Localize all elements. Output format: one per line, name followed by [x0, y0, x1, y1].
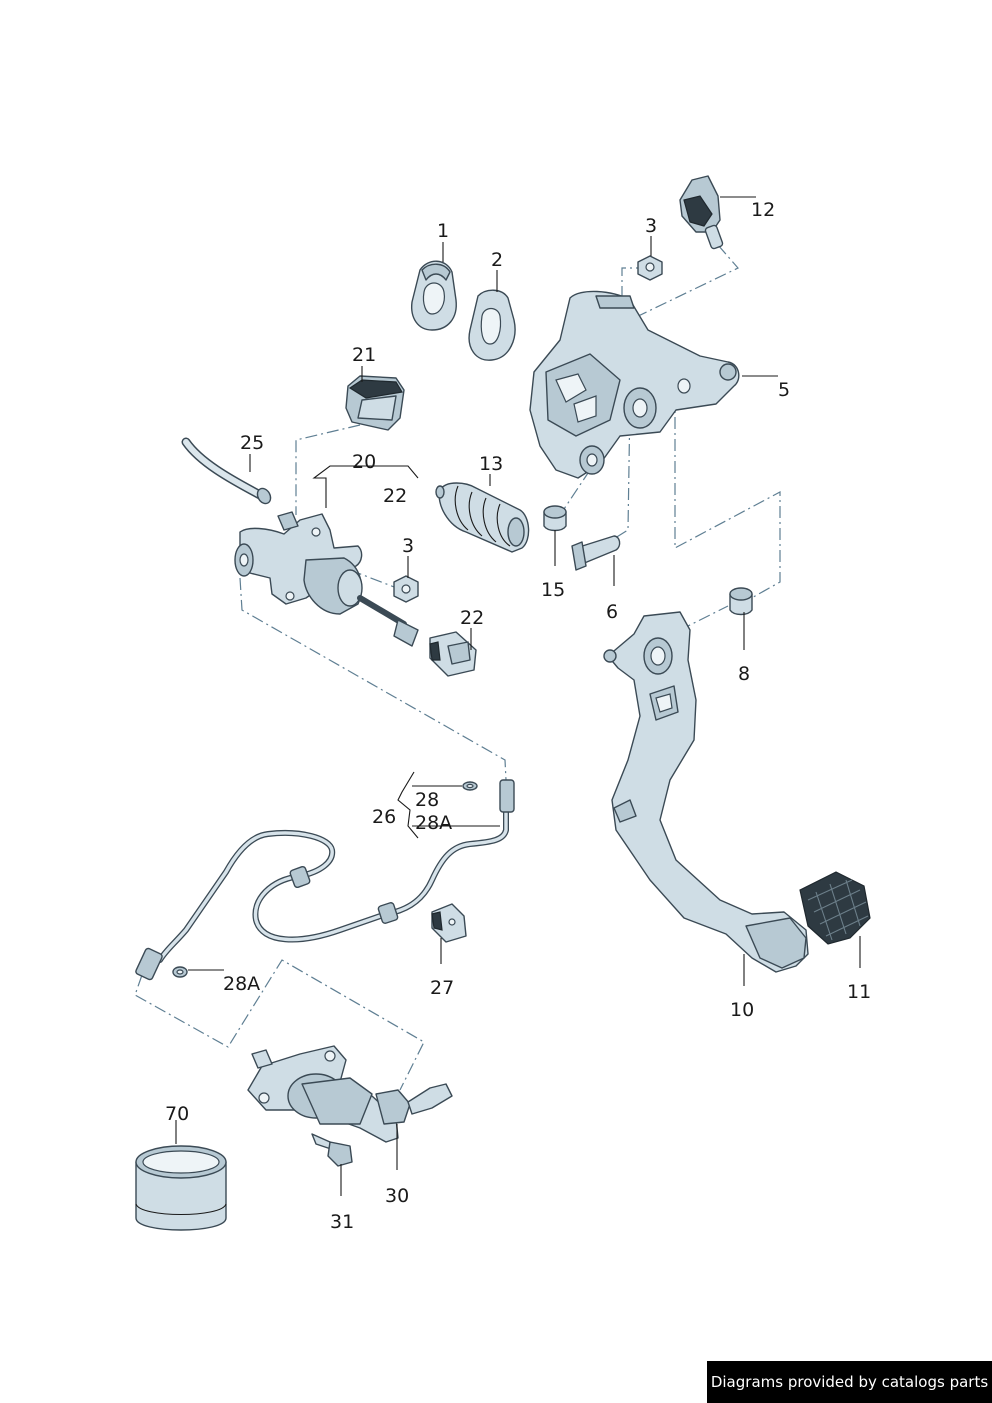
part-3-nut-top	[637, 255, 663, 281]
label-part-22-top: 22	[383, 485, 407, 507]
part-15-bush	[543, 505, 567, 532]
part-22-clip	[429, 631, 477, 677]
label-part-30: 30	[385, 1185, 409, 1207]
part-21-switch	[345, 375, 405, 431]
part-70-sleeve	[135, 1145, 227, 1231]
label-part-28A-top: 28A	[415, 812, 452, 834]
footer-credit: Diagrams provided by catalogs parts	[707, 1361, 992, 1403]
label-part-5: 5	[778, 379, 790, 401]
part-2-clip	[468, 289, 516, 361]
label-part-3-middle: 3	[402, 535, 414, 557]
label-part-26: 26	[372, 806, 396, 828]
label-part-70: 70	[165, 1103, 189, 1125]
label-part-25: 25	[240, 432, 264, 454]
label-part-10: 10	[730, 999, 754, 1021]
label-part-20: 20	[352, 451, 376, 473]
part-28A-seal	[172, 966, 188, 978]
part-5-pedal-bracket	[529, 290, 740, 479]
part-20-master-cylinder	[234, 511, 419, 647]
leader-lines	[175, 196, 861, 1196]
part-27-bracket	[431, 903, 467, 943]
label-part-8: 8	[738, 663, 750, 685]
part-1-clip	[411, 260, 457, 331]
part-26-pipe-assembly	[135, 779, 515, 981]
label-part-15: 15	[541, 579, 565, 601]
part-6-bolt	[571, 535, 621, 571]
label-part-2: 2	[491, 249, 503, 271]
part-labels: 1 2 3 12 5 21 25 20 13 22 3 15 6 22 8 28…	[165, 199, 871, 1233]
part-13-boot	[435, 482, 530, 553]
part-28-seal	[462, 781, 478, 791]
part-25-hose	[181, 437, 272, 505]
label-part-27: 27	[430, 977, 454, 999]
label-part-21: 21	[352, 344, 376, 366]
part-10-clutch-pedal	[603, 611, 809, 973]
label-part-12: 12	[751, 199, 775, 221]
part-8-bush	[729, 587, 753, 616]
part-30-slave-cylinder	[247, 1045, 453, 1143]
label-part-31: 31	[330, 1211, 354, 1233]
part-11-pedal-pad	[799, 871, 871, 945]
label-part-28A-bottom: 28A	[223, 973, 260, 995]
part-12-sensor	[679, 175, 724, 250]
label-part-13: 13	[479, 453, 503, 475]
label-part-1: 1	[437, 220, 449, 242]
label-part-22-bottom: 22	[460, 607, 484, 629]
label-part-11: 11	[847, 981, 871, 1003]
label-part-6: 6	[606, 601, 618, 623]
label-part-28: 28	[415, 789, 439, 811]
part-31-bolt	[311, 1133, 353, 1167]
part-3-nut-middle	[393, 575, 419, 603]
label-part-3-top: 3	[645, 215, 657, 237]
